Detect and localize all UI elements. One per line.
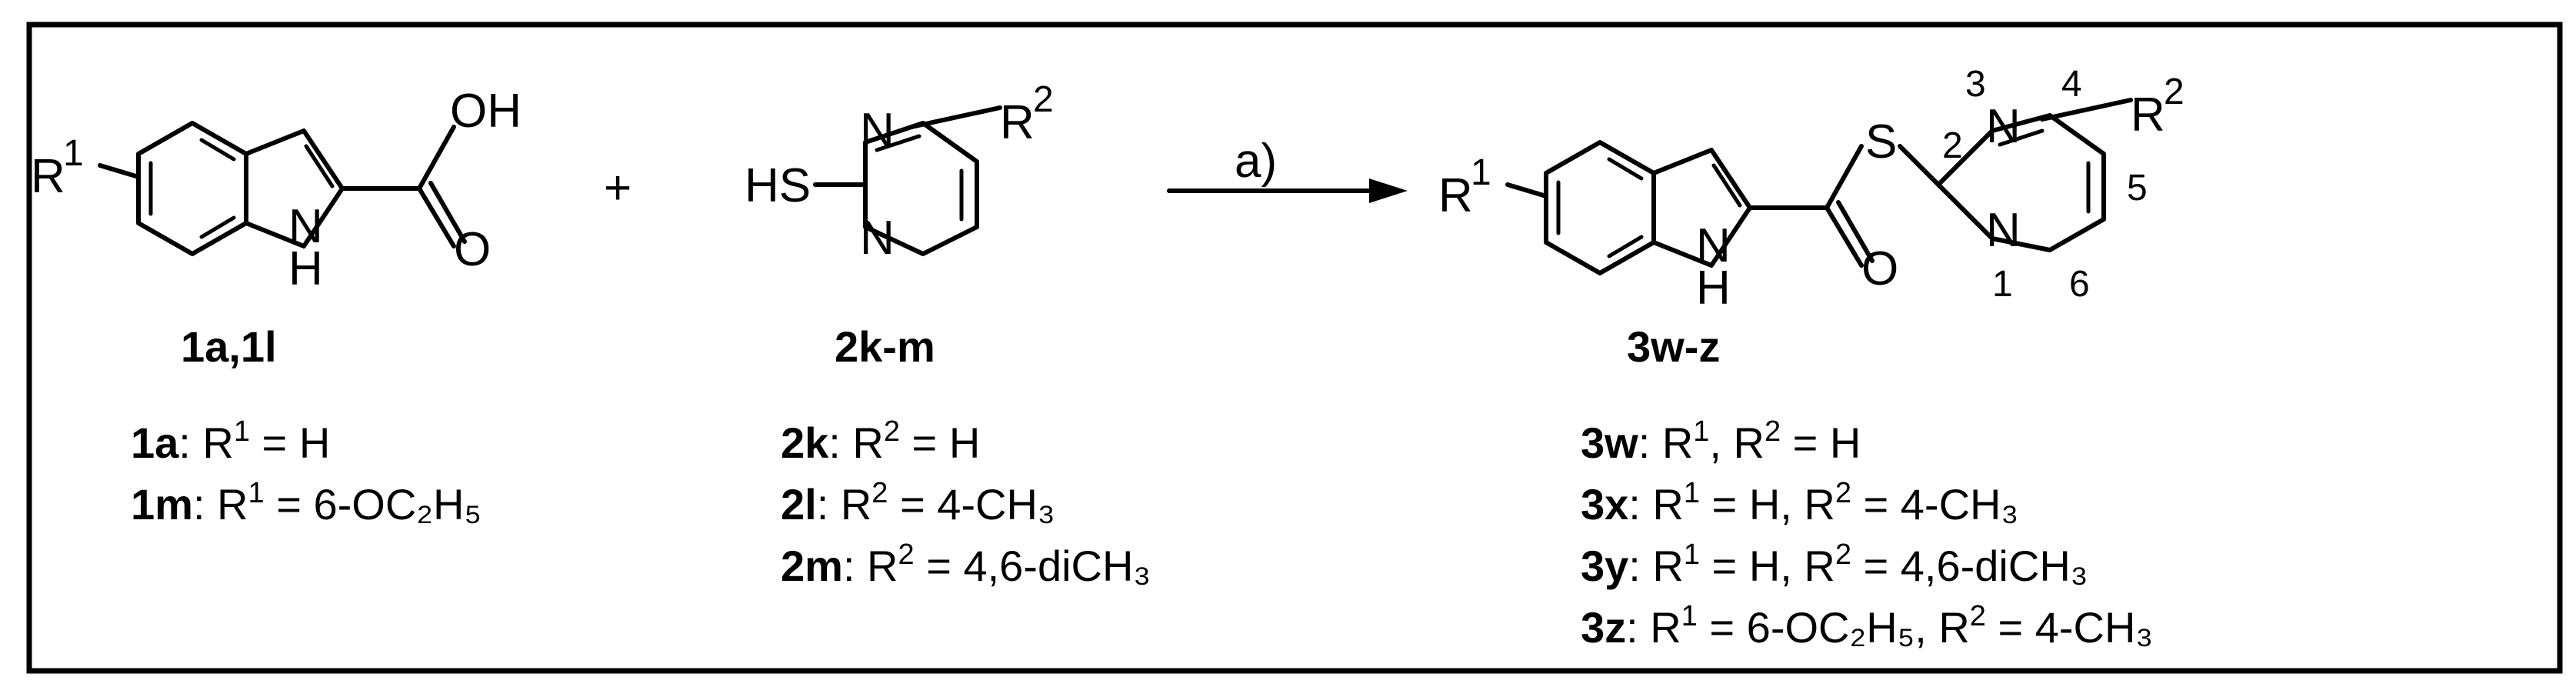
thiopyrimidine-r-index: 2 — [1033, 79, 1054, 120]
thiopyrimidine-r-atom: R — [1000, 96, 1035, 149]
thioester-r1-index: 1 — [1471, 152, 1491, 193]
structure-indole-acid — [98, 121, 467, 256]
ring-position-6: 6 — [2069, 264, 2090, 305]
thioester-r2-atom: R — [2131, 88, 2165, 142]
plus-sign: + — [604, 162, 632, 215]
indole-acid-r-index: 1 — [63, 133, 84, 174]
entry-1m: 1m: R1 = 6-OC₂H₅ — [131, 477, 482, 529]
entry-1a: 1a: R1 = H — [131, 415, 330, 467]
reaction-arrow — [1167, 178, 1408, 203]
entry-2m: 2m: R2 = 4,6-diCH₃ — [781, 539, 1151, 590]
thioester-pyrimidine-n3: N — [1986, 100, 2021, 153]
thiopyrimidine-hs: HS — [745, 159, 811, 212]
thioester-pyrimidine-n1: N — [1986, 204, 2021, 257]
entry-3w: 3w: R1, R2 = H — [1581, 415, 1861, 467]
thioester-r2-index: 2 — [2164, 72, 2184, 112]
entry-2k: 2k: R2 = H — [781, 415, 980, 467]
label-thioester: 3w-z — [1627, 322, 1720, 371]
indole-acid-nh-n: N — [288, 200, 323, 253]
structure-thiopyrimidine — [813, 105, 1002, 256]
entry-3x: 3x: R1 = H, R2 = 4-CH₃ — [1581, 477, 2018, 529]
ring-position-2: 2 — [1942, 125, 1963, 166]
thioester-r1-atom: R — [1438, 169, 1473, 222]
ring-position-3: 3 — [1965, 64, 1986, 105]
thioester-sulfur: S — [1865, 115, 1897, 168]
label-thiopyrimidine: 2k-m — [835, 322, 935, 371]
indole-acid-carbonyl-o: O — [454, 223, 491, 276]
ring-position-5: 5 — [2127, 168, 2148, 208]
scheme-border — [26, 22, 2563, 674]
indole-acid-r-atom: R — [31, 150, 65, 203]
thiopyrimidine-n1: N — [860, 212, 895, 265]
structure-thioester — [1505, 98, 2133, 275]
entry-3z: 3z: R1 = 6-OC₂H₅, R2 = 4-CH₃ — [1581, 600, 2153, 652]
label-indole-acid: 1a,1l — [181, 322, 277, 371]
thioester-nh-h: H — [1696, 262, 1731, 315]
ring-position-1: 1 — [1992, 264, 2013, 305]
indole-acid-oh: OH — [450, 85, 522, 138]
entry-2l: 2l: R2 = 4-CH₃ — [781, 477, 1055, 529]
reagent-arrow-label: a) — [1235, 135, 1277, 188]
thioester-carbonyl-o: O — [1861, 242, 1898, 295]
ring-position-4: 4 — [2061, 64, 2082, 105]
entry-3y: 3y: R1 = H, R2 = 4,6-diCH₃ — [1581, 539, 2088, 590]
thiopyrimidine-n3: N — [860, 104, 895, 157]
indole-acid-nh-h: H — [288, 242, 323, 295]
thioester-nh-n: N — [1696, 219, 1731, 272]
